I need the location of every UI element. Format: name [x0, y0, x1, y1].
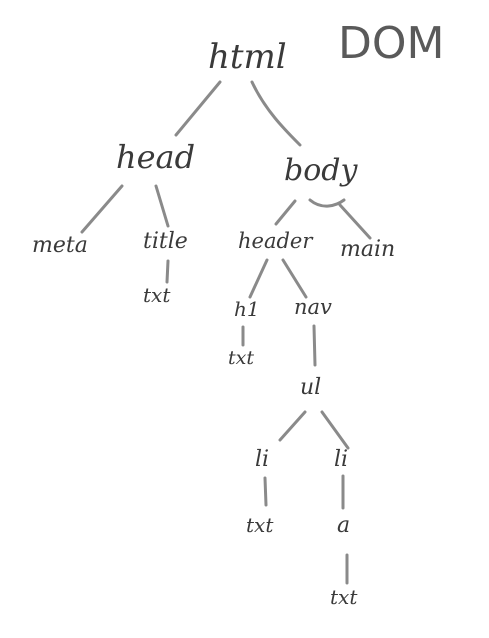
edge-nav-ul: [312, 324, 317, 367]
node-header: header: [238, 229, 314, 253]
node-title: title: [143, 229, 188, 254]
edge-ul-li2: [320, 410, 350, 450]
edge-html-body: [250, 80, 302, 147]
node-body: body: [284, 153, 358, 188]
node-li-1-text: txt: [246, 513, 274, 537]
node-title-text: txt: [143, 283, 171, 307]
node-main: main: [340, 237, 395, 262]
node-li-1: li: [255, 447, 269, 472]
node-a: a: [337, 513, 350, 538]
node-li-2: li: [334, 447, 348, 472]
node-head: head: [116, 138, 195, 176]
edge-html-head: [174, 80, 222, 137]
diagram-title: DOM: [338, 18, 444, 69]
node-html: html: [208, 37, 287, 77]
edge-body-main: [308, 198, 372, 240]
edge-ul-li1: [278, 410, 307, 442]
tree-edges: [80, 80, 372, 585]
edge-body-header: [274, 199, 297, 226]
node-meta: meta: [32, 233, 88, 258]
edge-header-nav: [281, 258, 308, 299]
node-nav: nav: [294, 295, 332, 319]
node-a-text: txt: [330, 585, 358, 609]
node-h1-text: txt: [228, 347, 254, 369]
edge-head-title: [154, 184, 170, 228]
edge-title-text: [165, 259, 170, 284]
edge-head-meta: [80, 184, 124, 234]
node-ul: ul: [300, 375, 321, 400]
edge-header-h1: [248, 258, 269, 299]
node-h1: h1: [234, 297, 260, 321]
edge-li1-text: [263, 476, 268, 507]
